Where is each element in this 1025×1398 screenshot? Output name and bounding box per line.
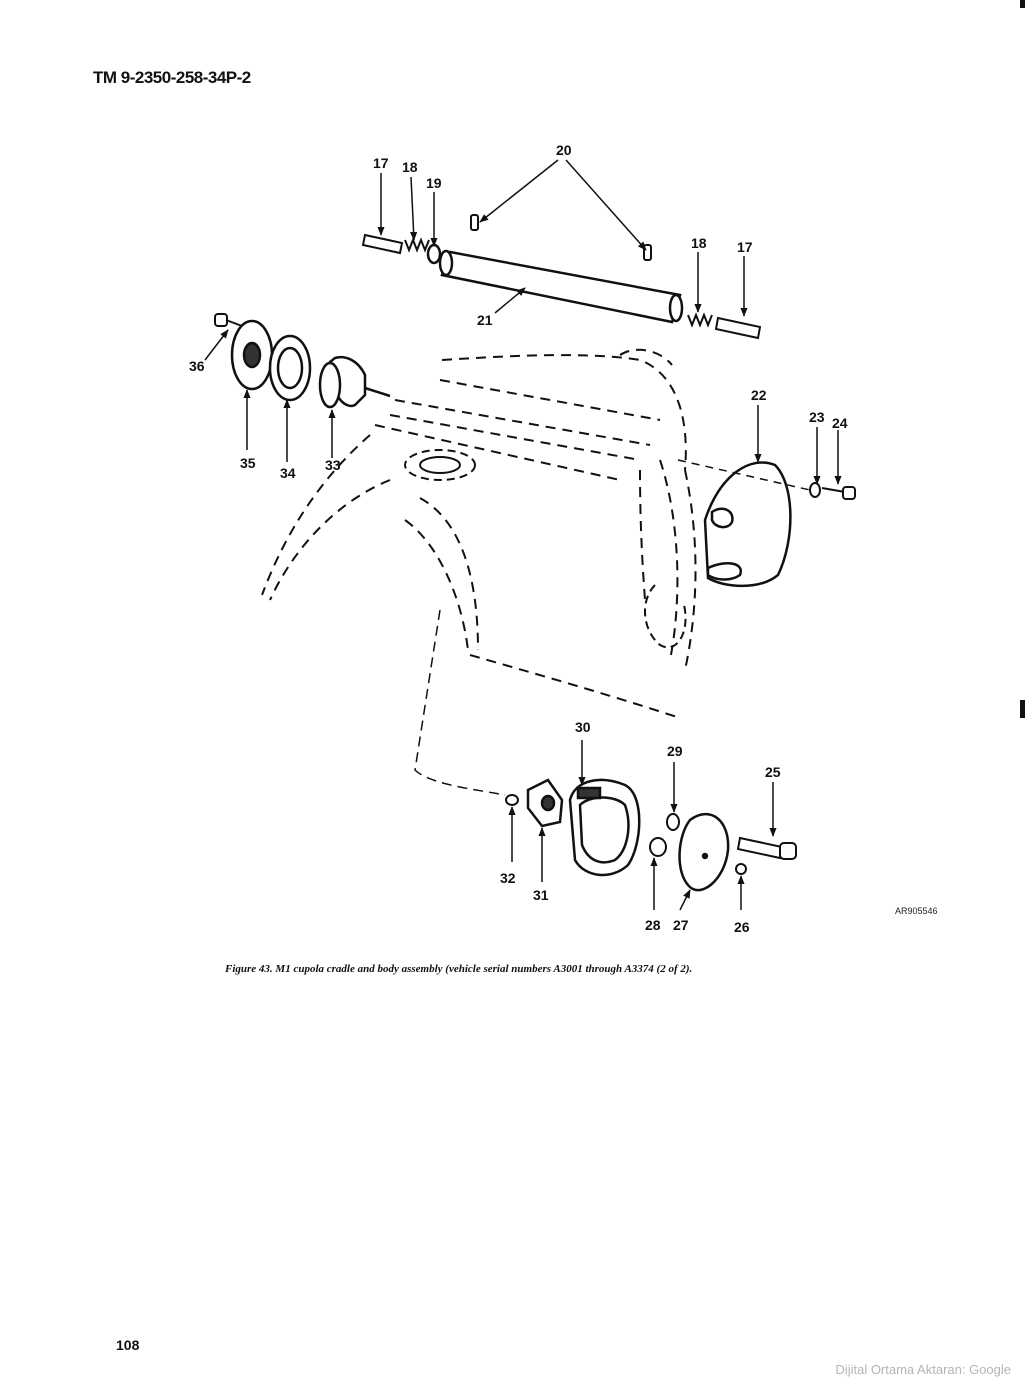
callout-19: 19: [426, 175, 442, 191]
page-number: 108: [116, 1337, 140, 1353]
callout-25: 25: [765, 764, 781, 780]
art-id: AR905546: [895, 906, 938, 916]
pin-20: [470, 214, 652, 261]
cover-22: [703, 461, 792, 588]
callout-22: 22: [751, 387, 767, 403]
callout-29: 29: [667, 743, 683, 759]
callout-18-left: 18: [402, 159, 418, 175]
callout-35: 35: [240, 455, 256, 471]
cupola-body-outline: [261, 348, 697, 719]
callout-33: 33: [325, 457, 341, 473]
shaft-21: [438, 249, 684, 324]
scan-edge-mark-middle: [1020, 700, 1025, 718]
callout-18-right: 18: [691, 235, 707, 251]
leader-lines: [204, 159, 842, 911]
assembly-line-22: [677, 459, 811, 491]
callout-30: 30: [575, 719, 591, 735]
washer-23: [809, 482, 821, 498]
key-32: [505, 794, 519, 806]
figure-caption: Figure 43. M1 cupola cradle and body ass…: [225, 963, 693, 975]
document-number: TM 9-2350-258-34P-2: [93, 68, 251, 87]
callout-36: 36: [189, 358, 205, 374]
callout-20: 20: [556, 142, 572, 158]
spring-18: [404, 237, 713, 328]
block-31: [526, 778, 564, 828]
bolt-25: [736, 836, 797, 860]
washer-26: [735, 863, 747, 875]
spacer-28: [649, 837, 667, 857]
screw-36: [214, 313, 243, 327]
washer-19: [426, 243, 442, 265]
callout-17-right: 17: [737, 239, 753, 255]
callout-28: 28: [645, 917, 661, 933]
plate-35: [230, 319, 274, 391]
callout-26: 26: [734, 919, 750, 935]
housing-33: [318, 356, 391, 409]
callout-labels: 17 18 19 20 21 17 18 36 35 34 33 22 23 2…: [189, 142, 938, 935]
pin-17: [361, 233, 762, 340]
scan-edge-mark-top: [1020, 0, 1025, 8]
callout-34: 34: [280, 465, 296, 481]
callout-32: 32: [500, 870, 516, 886]
callout-17-left: 17: [373, 155, 389, 171]
washer-29: [666, 813, 680, 831]
callout-27: 27: [673, 917, 689, 933]
callout-23: 23: [809, 409, 825, 425]
watermark: Dijital Ortama Aktaran: Google: [835, 1362, 1011, 1377]
assembly-line-lower: [414, 609, 506, 796]
plate-27: [678, 813, 730, 892]
bolt-24: [821, 486, 856, 500]
cupola-hatch-ring: [404, 449, 687, 649]
callout-24: 24: [832, 415, 848, 431]
band-30: [568, 778, 641, 877]
callout-31: 31: [533, 887, 549, 903]
gasket-34: [268, 334, 312, 402]
callout-21: 21: [477, 312, 493, 328]
